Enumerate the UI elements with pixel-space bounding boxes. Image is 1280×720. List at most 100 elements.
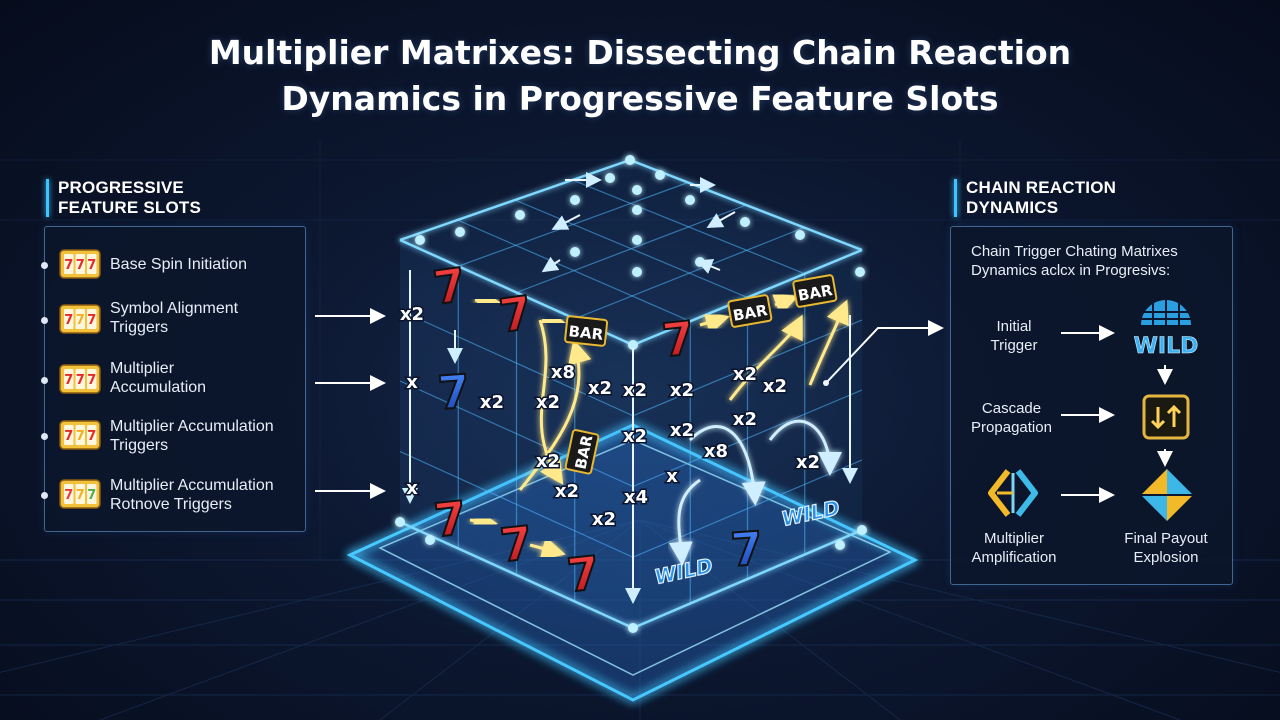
multiplier-label: x2 [480, 392, 504, 413]
slot-reel-seven: 7 [76, 488, 85, 503]
slot-reel-seven: 7 [87, 373, 96, 388]
step-bullet [41, 262, 48, 269]
slot-reel-seven: 7 [64, 373, 73, 388]
matrix-node [570, 195, 580, 205]
chain-reaction-path [518, 339, 592, 491]
multiplier-label: x2 [733, 409, 757, 430]
matrix-node [857, 525, 867, 535]
multiplier-label: x [666, 466, 678, 487]
cube-grid-line [632, 459, 863, 558]
matrix-node [632, 235, 642, 245]
slot-reel-seven: 7 [87, 258, 96, 273]
chain-reaction-path [696, 259, 721, 274]
multiplier-label: x2 [536, 451, 560, 472]
step-label-line-1: Symbol Alignment [110, 300, 239, 317]
bar-symbol-box [564, 429, 600, 475]
step-label: Symbol Alignment Triggers [110, 299, 238, 337]
matrix-node [655, 170, 665, 180]
cascade-swap-icon [1142, 394, 1190, 440]
step-bullet [41, 492, 48, 499]
step-label-line-2: Triggers [110, 437, 169, 454]
cube-to-chain-arrow [825, 320, 944, 384]
bar-symbol-box [727, 294, 773, 328]
chain-reaction-path [538, 319, 564, 485]
step-label: Base Spin Initiation [110, 255, 247, 274]
multiplier-label: x2 [670, 420, 694, 441]
bar-symbol-box [564, 315, 609, 347]
step-label: Multiplier Accumulation Triggers [110, 417, 274, 455]
cube-edge [632, 528, 863, 630]
matrix-node [855, 267, 865, 277]
matrix-node [395, 517, 405, 527]
step-label-line-1: Multiplier [110, 360, 175, 377]
chain-reaction-path [474, 288, 501, 313]
payout-diamond-icon [1141, 469, 1193, 521]
matrix-node [425, 535, 435, 545]
label-line-2: Propagation [971, 419, 1052, 436]
bar-symbol-text: BAR [568, 322, 605, 344]
step-label: Multiplier Accumulation [110, 359, 206, 397]
multiplier-label: x2 [623, 380, 647, 401]
seven-symbol: 7 [498, 516, 535, 573]
multiplier-label: x2 [536, 392, 560, 413]
cube-grid-line [572, 179, 805, 275]
matrix-node [605, 173, 615, 183]
slot-reel [87, 254, 97, 274]
bar-symbol: BAR [564, 315, 609, 347]
slot-reel [64, 254, 74, 274]
multiplier-label: x2 [796, 452, 820, 473]
slot-reel [64, 309, 74, 329]
chain-reaction-path [688, 425, 766, 506]
slot-reel-seven: 7 [64, 488, 73, 503]
seven-symbol: 7 [660, 311, 697, 368]
multiplier-label: x2 [588, 378, 612, 399]
label-line-1: Cascade [981, 400, 1042, 417]
slot-reel-seven: 7 [64, 313, 73, 328]
multiplier-label: x2 [555, 481, 579, 502]
label-line-1: Initial [996, 318, 1032, 335]
chain-reaction-path [808, 299, 849, 386]
flow-cascade-label: Cascade Propagation [959, 399, 1064, 437]
matrix-node [632, 267, 642, 277]
left-heading-line-1: PROGRESSIVE [58, 178, 184, 197]
step-bullet [41, 377, 48, 384]
multiplier-label: x [406, 372, 418, 393]
multiplier-label: x8 [704, 441, 728, 462]
seven-symbol: 7 [436, 364, 472, 420]
multiplier-label: x2 [623, 426, 647, 447]
multiplier-label: x [406, 478, 418, 499]
flow-amplification-label: Multiplier Amplification [959, 529, 1069, 567]
multiplier-label: x2 [670, 380, 694, 401]
step-label-line-1: Base Spin Initiation [110, 256, 247, 273]
title-line-1: Multiplier Matrixes: Dissecting Chain Re… [208, 33, 1072, 72]
step-label-line-1: Multiplier Accumulation [110, 477, 274, 494]
slot-reel-seven: 7 [76, 313, 85, 328]
title-line-2: Dynamics in Progressive Feature Slots [281, 79, 999, 118]
slot-reel-seven: 7 [76, 258, 85, 273]
step-bullet [41, 433, 48, 440]
multiplier-label: x4 [624, 487, 648, 508]
chain-reaction-path [771, 293, 799, 316]
slot-reel [75, 309, 85, 329]
multiplier-label: x2 [400, 304, 424, 325]
slot-reel-seven: 7 [64, 258, 73, 273]
chain-reaction-path [768, 419, 842, 476]
page-title: Multiplier Matrixes: Dissecting Chain Re… [0, 30, 1280, 122]
multiplier-label: x2 [733, 364, 757, 385]
matrix-node [628, 340, 638, 350]
chain-reaction-path [469, 508, 498, 533]
slot-reel-seven: 7 [76, 429, 85, 444]
slot-reel [64, 369, 74, 389]
connector-dot [823, 380, 829, 386]
slot-reel [75, 254, 85, 274]
cube-edge [629, 158, 863, 252]
slot-reel [64, 425, 74, 445]
slot-reel [75, 425, 85, 445]
cube-grid-line [399, 380, 634, 488]
